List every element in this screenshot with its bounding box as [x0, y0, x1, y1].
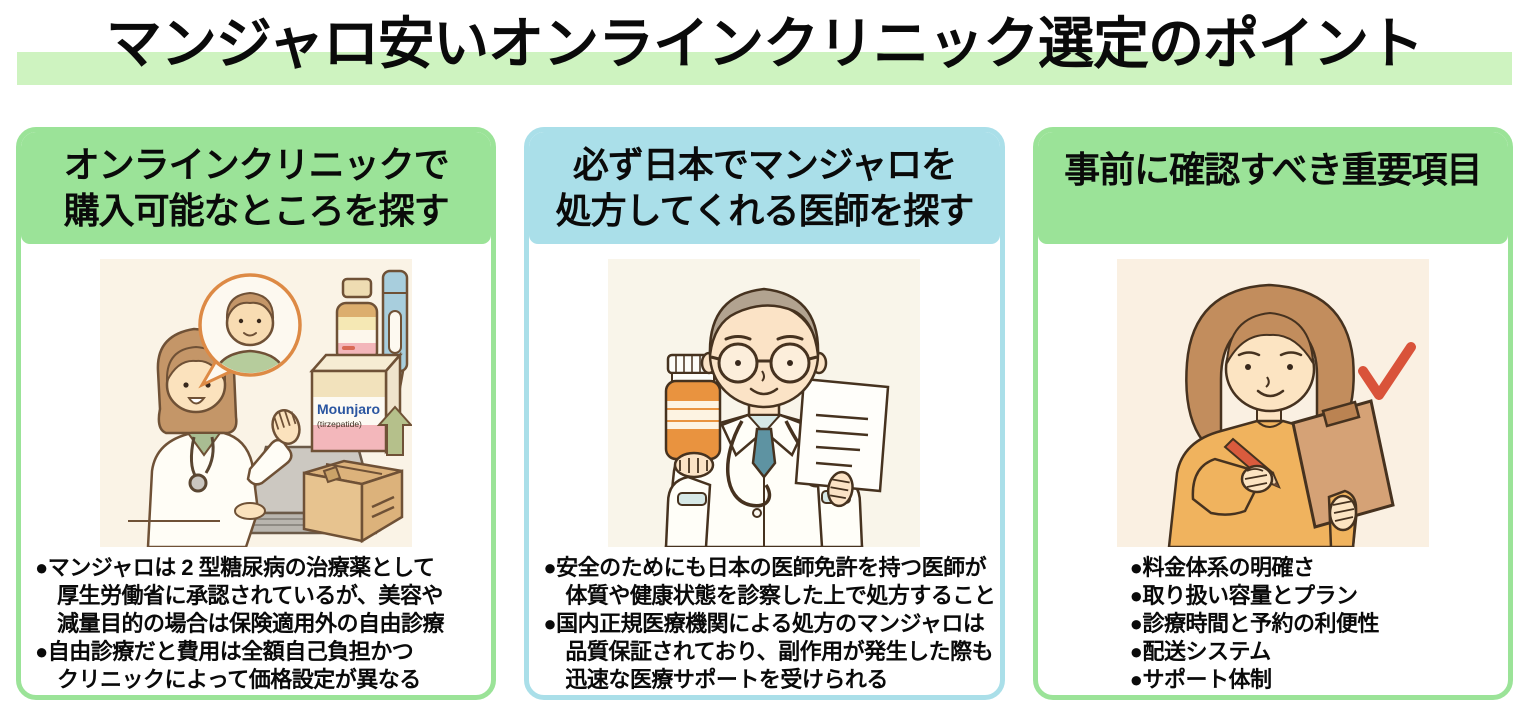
- doctor-with-prescription-illustration: [608, 259, 921, 547]
- bullet-item: ●取り扱い容量とプラン: [1129, 583, 1358, 608]
- checkmark-icon: [1357, 342, 1416, 400]
- bullet-item: ●サポート体制: [1129, 667, 1272, 692]
- right-arm-with-pencil: [1191, 437, 1281, 516]
- mounjaro-brand-label: Mounjaro: [317, 401, 380, 417]
- up-arrow-icon: [376, 405, 413, 456]
- card-find-prescribing-doctor: 必ず日本でマンジャロを 処方してくれる医師を探す: [524, 127, 1005, 700]
- checklist-review-illustration: [1116, 259, 1429, 547]
- medicine-bottle-icon: [335, 277, 379, 363]
- telehealth-consultation-illustration: Mounjaro (tirzepatide): [100, 259, 413, 547]
- cards-row: オンラインクリニックで 購入可能なところを探す: [0, 127, 1529, 700]
- title-section: マンジャロ安いオンラインクリニック選定のポイント: [0, 0, 1529, 127]
- clipboard-icon: [1291, 399, 1395, 529]
- card2-header: 必ず日本でマンジャロを 処方してくれる医師を探す: [529, 132, 1000, 244]
- card1-header: オンラインクリニックで 購入可能なところを探す: [21, 132, 492, 244]
- title-highlight-bar: [17, 52, 1512, 85]
- page-title: マンジャロ安いオンラインクリニック選定のポイント: [105, 12, 1424, 75]
- bullet-item: ●マンジャロは 2 型糖尿病の治療薬として 厚生労働省に承認されているが、美容や…: [35, 555, 445, 636]
- female-doctor: [128, 327, 301, 547]
- left-hand: [1327, 489, 1358, 547]
- card2-bullet-list: ●安全のためにも日本の医師免許を持つ医師が 体質や健康状態を診察した上で処方する…: [529, 554, 999, 694]
- bullet-item: ●国内正規医療機関による処方のマンジャロは 品質保証されており、副作用が発生した…: [543, 611, 994, 692]
- card1-bullet-list: ●マンジャロは 2 型糖尿病の治療薬として 厚生労働省に承認されているが、美容や…: [21, 554, 491, 694]
- prescription-document: [795, 377, 890, 493]
- card3-bullet-list: ●料金体系の明確さ ●取り扱い容量とプラン ●診療時間と予約の利便性 ●配送シス…: [1038, 554, 1508, 694]
- bullet-item: ●安全のためにも日本の医師免許を持つ医師が 体質や健康状態を診察した上で処方する…: [543, 555, 996, 608]
- bullet-item: ●診療時間と予約の利便性: [1129, 611, 1380, 636]
- video-call-bubble: [198, 273, 302, 389]
- male-doctor: [665, 287, 890, 547]
- tirzepatide-label: (tirzepatide): [317, 419, 362, 429]
- card-find-online-clinic: オンラインクリニックで 購入可能なところを探す: [16, 127, 497, 700]
- bullet-item: ●配送システム: [1129, 639, 1272, 664]
- bullet-item: ●自由診療だと費用は全額自己負担かつ クリニックによって価格設定が異なる: [35, 639, 421, 692]
- card3-header: 事前に確認すべき重要項目: [1037, 132, 1508, 244]
- card-important-checklist: 事前に確認すべき重要項目: [1032, 127, 1513, 700]
- delivery-box-icon: [302, 459, 404, 544]
- bullet-item: ●料金体系の明確さ: [1129, 555, 1315, 580]
